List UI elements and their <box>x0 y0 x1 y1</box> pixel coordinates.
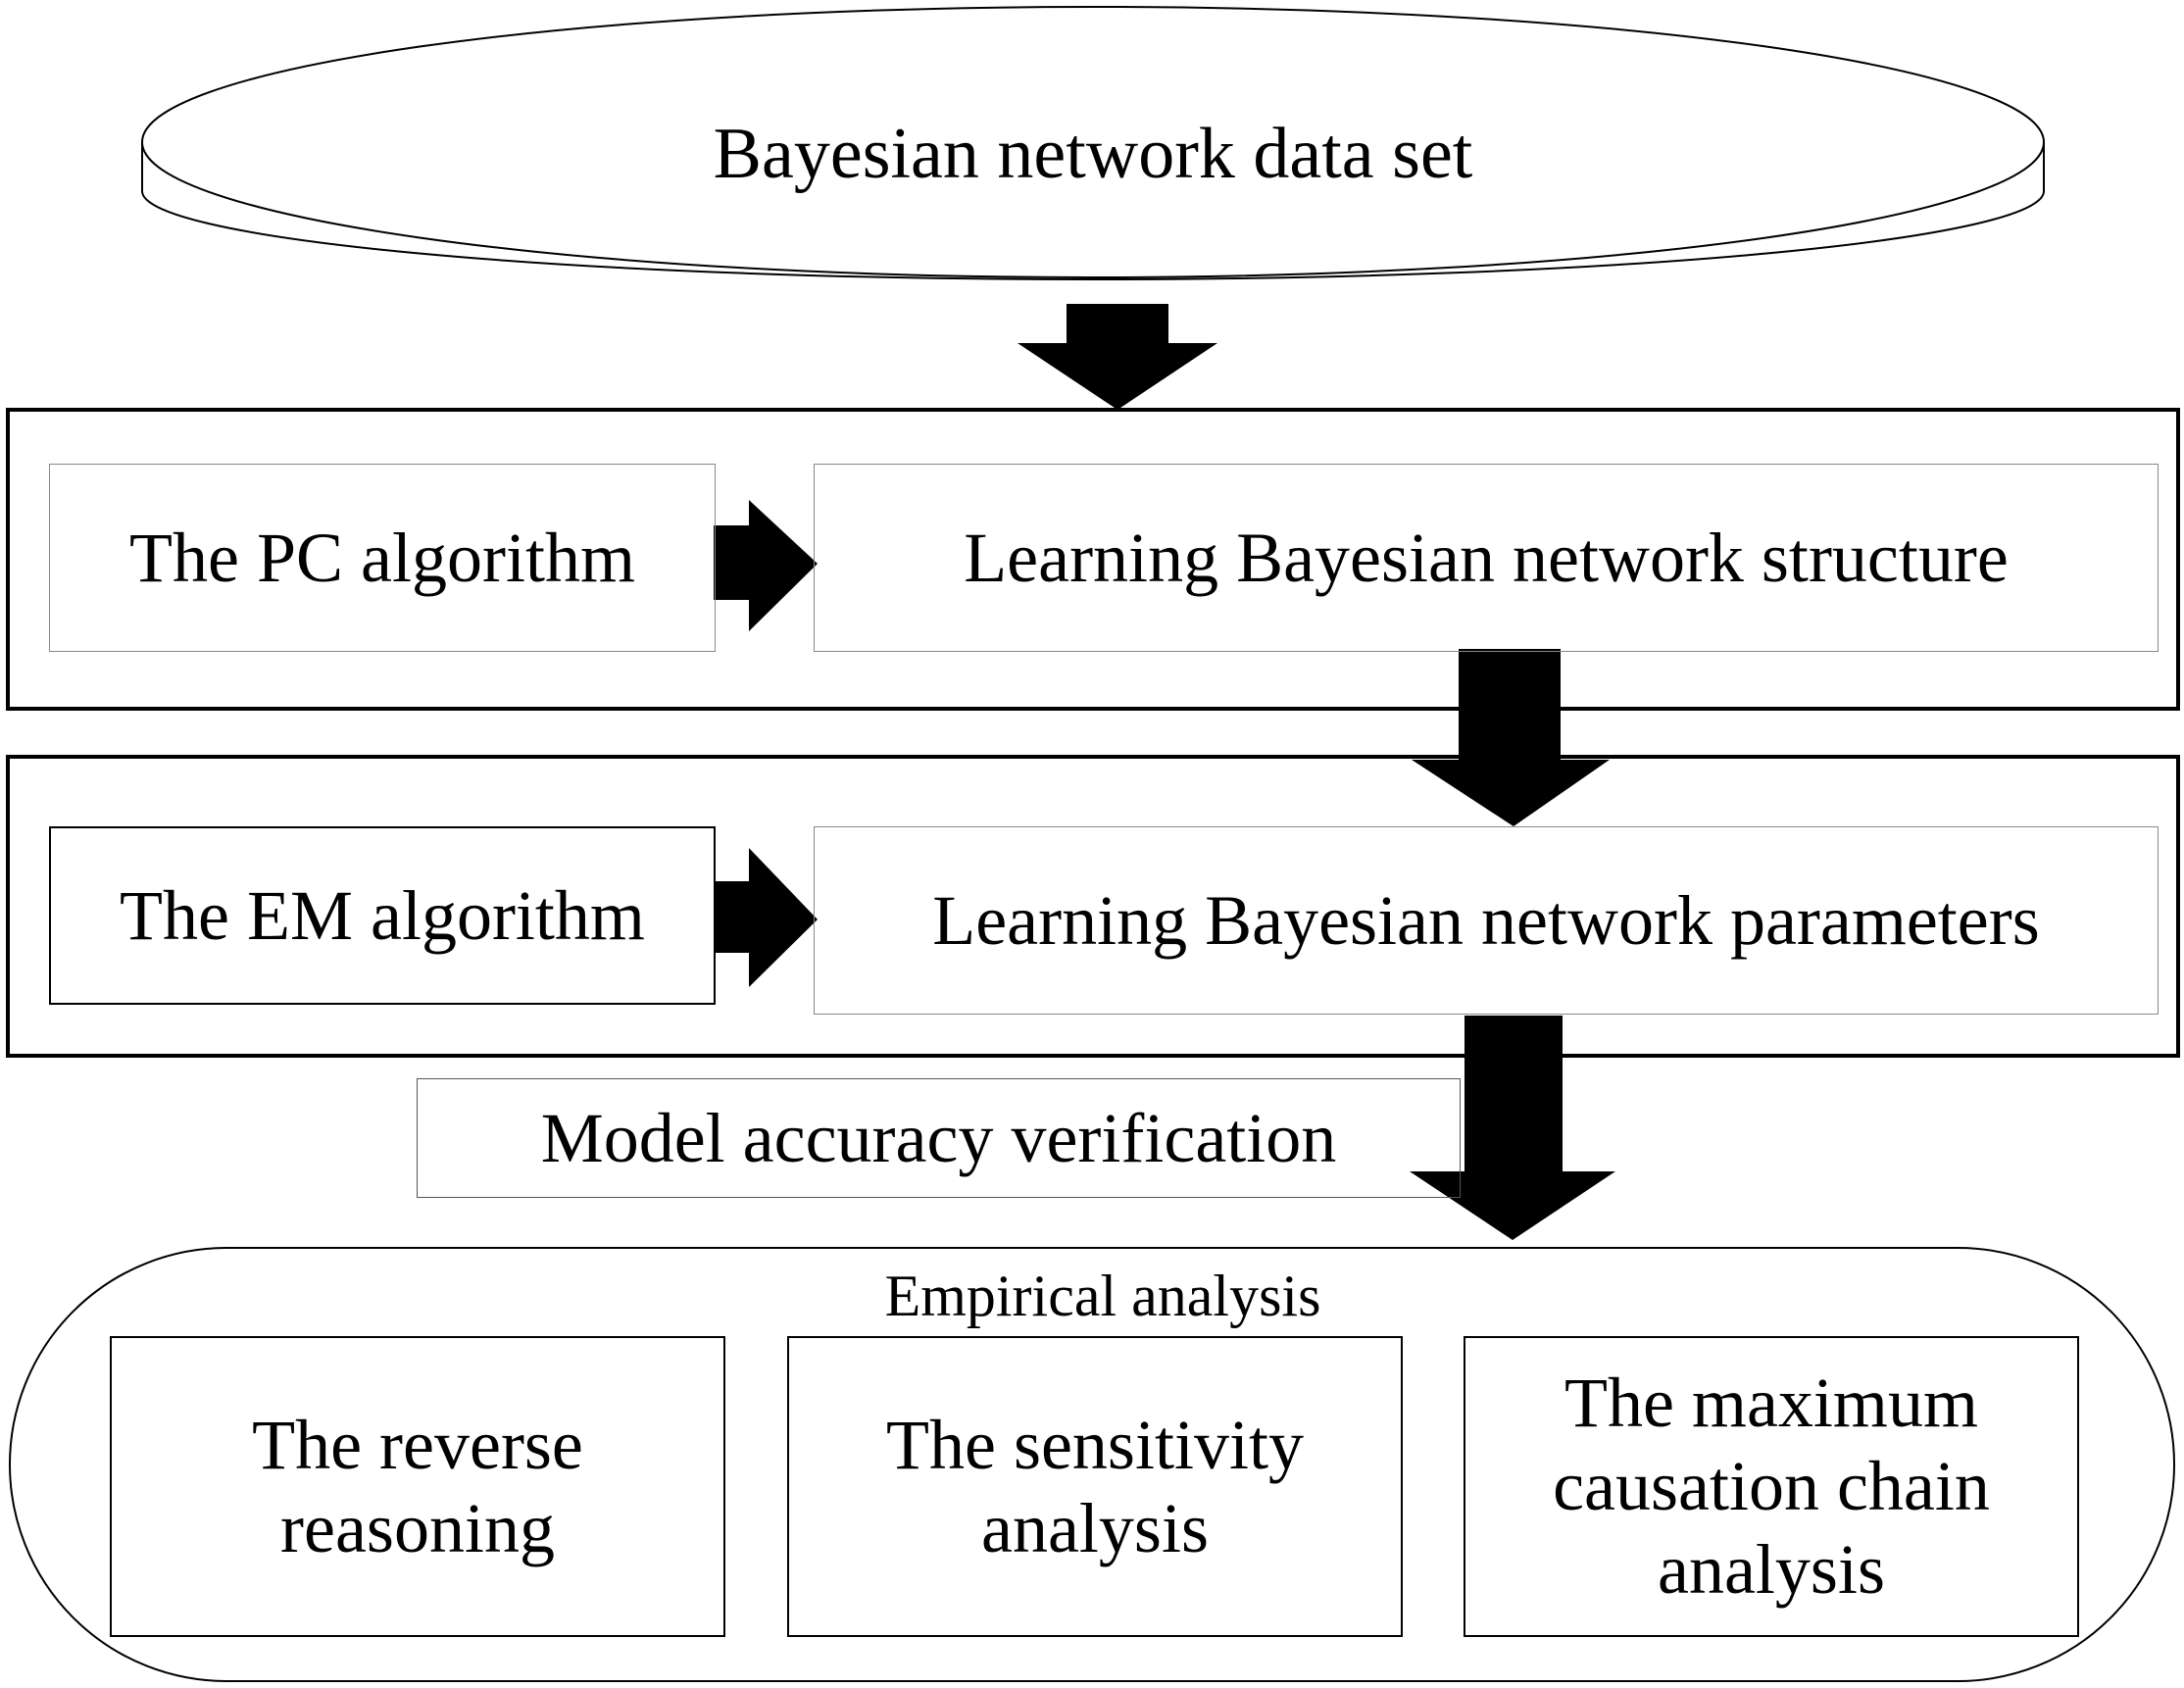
down-arrow-2 <box>1412 649 1610 826</box>
structure-learning-label: Learning Bayesian network structure <box>964 518 2009 597</box>
verification-label: Model accuracy verification <box>540 1098 1337 1177</box>
parameter-learning-box <box>814 826 2159 1015</box>
structure-stage-frame <box>6 408 2180 711</box>
causation-chain-label: The maximum causation chain analysis <box>1553 1364 1990 1609</box>
empirical-analysis-title: Empirical analysis <box>884 1263 1321 1328</box>
causation-chain-box <box>1464 1336 2079 1637</box>
empirical-analysis-container <box>9 1247 2175 1682</box>
verification-box <box>417 1078 1461 1198</box>
em-algorithm-label: The EM algorithm <box>120 875 645 955</box>
dataset-cylinder <box>141 6 2045 280</box>
em-algorithm-box <box>49 826 716 1005</box>
sensitivity-analysis-label: The sensitivity analysis <box>886 1405 1304 1567</box>
dataset-label: Bayesian network data set <box>713 114 1473 195</box>
pc-algorithm-label: The PC algorithm <box>129 518 635 597</box>
down-arrow-1 <box>1018 304 1217 410</box>
reverse-reasoning-box <box>110 1336 725 1637</box>
parameter-learning-label: Learning Bayesian network parameters <box>932 880 2040 960</box>
sensitivity-analysis-box <box>787 1336 1403 1637</box>
pc-algorithm-box <box>49 464 716 652</box>
structure-learning-box <box>814 464 2159 652</box>
reverse-reasoning-label: The reverse reasoning <box>252 1405 583 1567</box>
right-arrow-pc <box>714 500 818 631</box>
down-arrow-3 <box>1410 1016 1615 1240</box>
parameter-stage-frame <box>6 755 2180 1058</box>
right-arrow-em <box>716 848 818 987</box>
